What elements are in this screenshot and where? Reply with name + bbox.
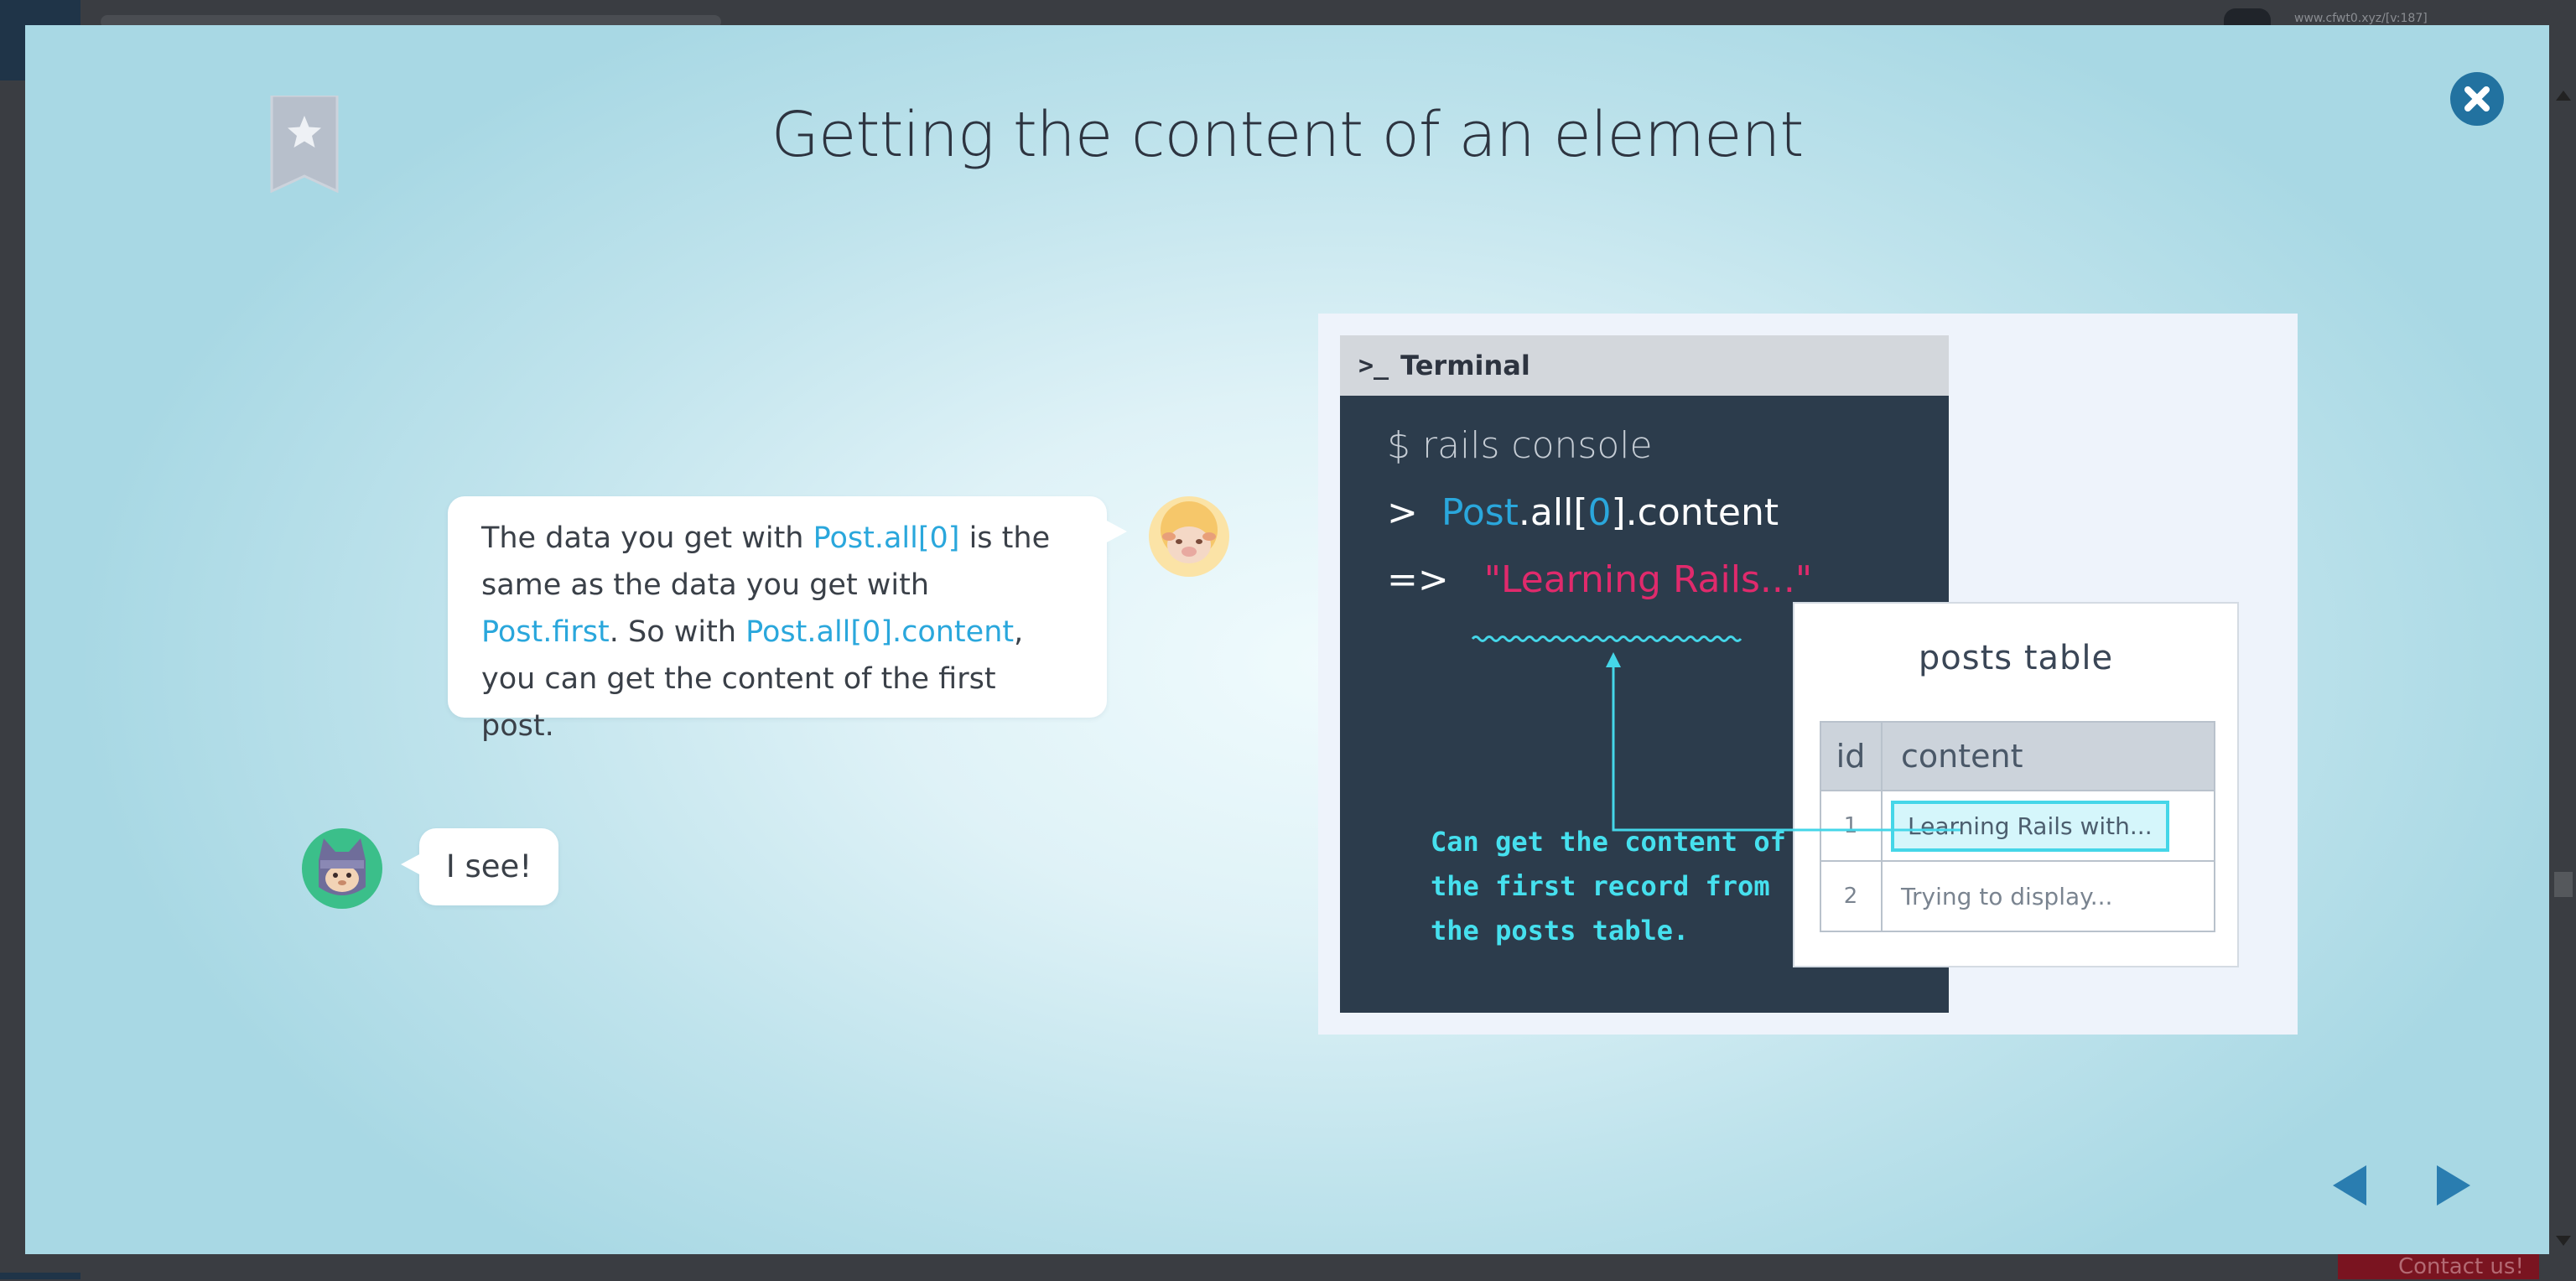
- terminal-prompt-symbol: >: [1387, 491, 1418, 534]
- background-app-footer: [0, 1273, 80, 1279]
- sheep-avatar-icon: [1149, 496, 1229, 577]
- scroll-up-icon: [2556, 91, 2571, 101]
- cell-id: 2: [1820, 860, 1883, 932]
- terminal-input-line: > Post.all[0].content: [1387, 491, 1779, 534]
- cell-content: Learning Rails with...: [1881, 790, 2215, 862]
- code-method-end: ].content: [1611, 491, 1779, 534]
- highlighted-content-cell: Learning Rails with...: [1891, 800, 2169, 852]
- code-index: 0: [1587, 491, 1612, 534]
- contact-us-button: Contact us!: [2338, 1252, 2539, 1279]
- prev-arrow-icon[interactable]: [2328, 1162, 2375, 1209]
- bookmark-star-icon[interactable]: [268, 96, 340, 193]
- column-header-id: id: [1820, 721, 1883, 791]
- terminal-output-line: => "Learning Rails...": [1387, 558, 1812, 601]
- cell-content: Trying to display...: [1881, 860, 2215, 932]
- table-header-row: id content: [1820, 721, 2215, 791]
- slide-title: Getting the content of an element: [771, 99, 1805, 171]
- explanation-text: is the same as the data you get with: [481, 521, 1051, 602]
- background-scrollbar-thumb: [2554, 872, 2573, 897]
- close-button[interactable]: [2450, 72, 2504, 126]
- posts-table-card: posts table id content 1 Learning Rails …: [1793, 602, 2239, 967]
- terminal-output-symbol: =>: [1387, 558, 1449, 601]
- terminal-annotation: Can get the content of the first record …: [1431, 826, 1786, 946]
- code-post-object: Post: [1441, 491, 1519, 534]
- background-url-text: www.cfwt0.xyz/[v:187]: [2294, 12, 2428, 25]
- table-row: 2 Trying to display...: [1820, 860, 2215, 932]
- code-method: .all[: [1518, 491, 1588, 534]
- explanation-text: The data you get with: [481, 521, 813, 555]
- explanation-text: , you can get the content of the first p…: [481, 615, 1024, 743]
- terminal-prompt-icon: >_: [1358, 350, 1389, 381]
- column-header-content: content: [1881, 721, 2215, 791]
- next-arrow-icon[interactable]: [2428, 1162, 2475, 1209]
- cell-id: 1: [1820, 790, 1883, 862]
- terminal-output-value: "Learning Rails...": [1483, 558, 1813, 601]
- illustration-panel: >_ Terminal $ rails console > Post.all[0…: [1318, 314, 2298, 1035]
- close-icon: [2464, 86, 2490, 112]
- terminal-title: Terminal: [1400, 350, 1530, 381]
- code-post-all-0-content: Post.all[0].content: [745, 615, 1015, 649]
- posts-table-title: posts table: [1918, 639, 2114, 677]
- ninja-avatar-icon: [302, 828, 382, 909]
- scroll-down-icon: [2556, 1236, 2571, 1246]
- explanation-bubble: The data you get with Post.all[0] is the…: [448, 496, 1127, 743]
- slide-modal: Getting the content of an element The da…: [25, 25, 2549, 1254]
- reply-text: I see!: [445, 848, 532, 884]
- posts-table: id content 1 Learning Rails with... 2 Tr…: [1820, 721, 2215, 932]
- code-post-first: Post.first: [481, 615, 610, 649]
- explanation-text: . So with: [609, 615, 746, 649]
- terminal-command-line: $ rails console: [1387, 424, 1653, 467]
- reply-bubble: I see!: [401, 828, 558, 905]
- code-post-all-0: Post.all[0]: [813, 521, 960, 555]
- table-row: 1 Learning Rails with...: [1820, 790, 2215, 862]
- terminal-header: >_ Terminal: [1340, 335, 1949, 396]
